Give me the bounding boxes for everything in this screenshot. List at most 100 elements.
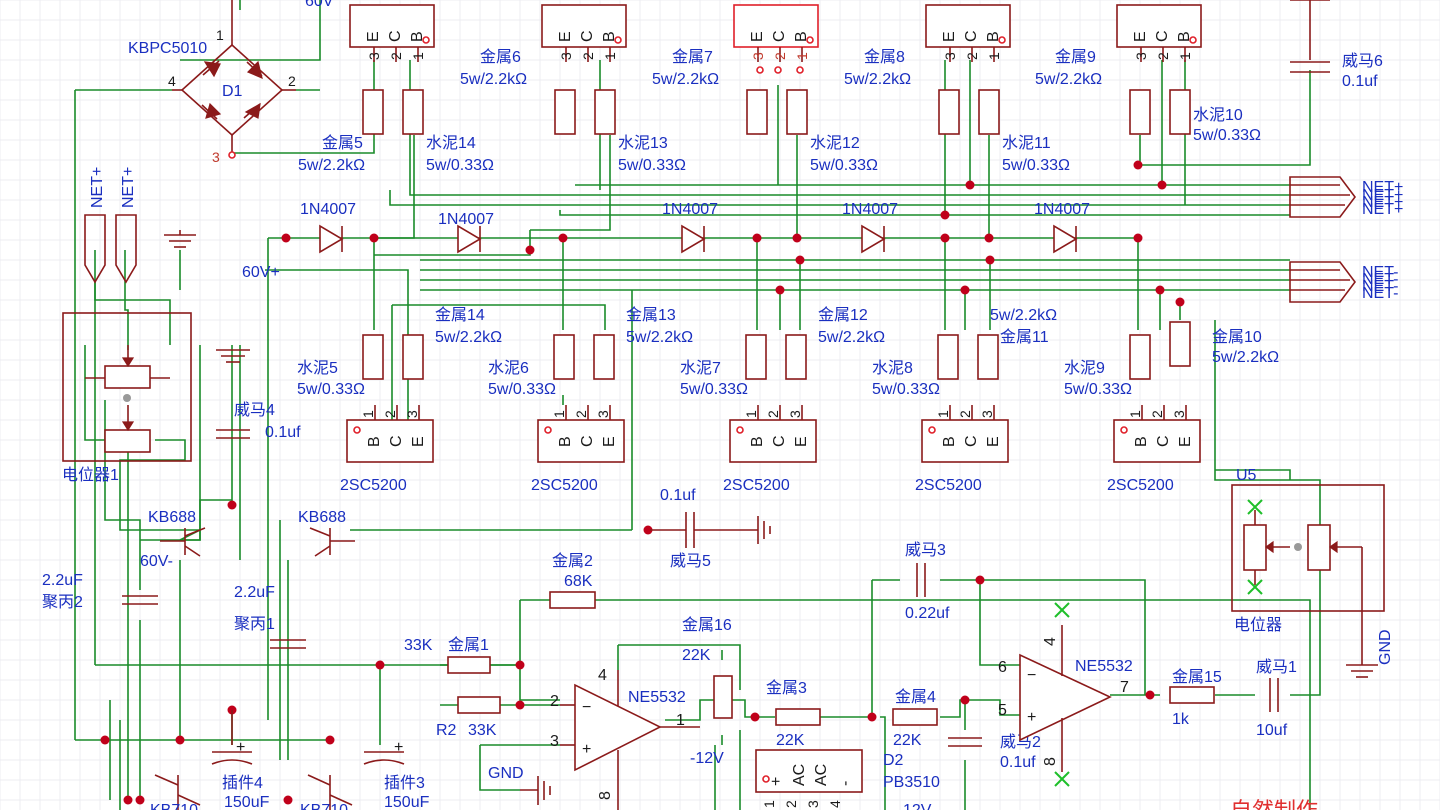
jb1-value: 2.2uF xyxy=(234,584,275,601)
svg-text:金属9: 金属9 xyxy=(1055,48,1096,66)
svg-text:+: + xyxy=(1027,709,1036,726)
resistor-jinshu16: 金属16 22K xyxy=(682,616,733,719)
capacitor-cj4: + 插件4 150uF xyxy=(211,710,270,810)
resistor-r2: R2 33K xyxy=(436,696,501,739)
transistor-kb688-2: KB688 xyxy=(298,509,355,557)
capacitor-wm6: 威马6 0.1uf xyxy=(1290,0,1383,90)
jinshu4-value: 22K xyxy=(893,732,922,749)
jinshu16-value: 22K xyxy=(682,647,711,664)
capacitor-wm1: 威马1 10uf xyxy=(1256,658,1297,739)
svg-text:5w/0.33Ω: 5w/0.33Ω xyxy=(297,381,365,398)
jinshu4-label: 金属4 xyxy=(895,688,936,706)
top-resistor-row: 金属55w/2.2kΩ水泥145w/0.33Ω金属65w/2.2kΩ水泥135w… xyxy=(298,48,1261,174)
svg-text:1: 1 xyxy=(794,52,810,60)
net-plus-out-3: NET+ xyxy=(1362,194,1403,211)
svg-text:E: E xyxy=(793,436,810,447)
bridge-pin4: 4 xyxy=(168,73,176,89)
svg-text:3: 3 xyxy=(750,52,766,60)
svg-text:B: B xyxy=(749,436,766,447)
svg-text:金属10: 金属10 xyxy=(1212,328,1262,346)
net-plus-inputs: NET+ NET+ xyxy=(84,167,196,284)
transistor-bot-label-5: 2SC5200 xyxy=(1107,477,1174,494)
svg-text:2: 2 xyxy=(772,52,788,60)
svg-text:5w/2.2kΩ: 5w/2.2kΩ xyxy=(626,329,693,346)
net-minus-out-1: NET- xyxy=(1362,264,1398,281)
net-plus-out-2: NET+ xyxy=(1362,187,1403,204)
svg-text:5w/0.33Ω: 5w/0.33Ω xyxy=(1193,127,1261,144)
svg-text:B: B xyxy=(793,31,810,42)
svg-text:1: 1 xyxy=(1127,410,1143,418)
svg-text:1: 1 xyxy=(602,52,618,60)
svg-text:3: 3 xyxy=(979,410,995,418)
capacitor-wm4: 威马4 0.1uf xyxy=(216,349,301,441)
kb710-2-label: KB710 xyxy=(300,802,348,810)
svg-text:5w/0.33Ω: 5w/0.33Ω xyxy=(426,157,494,174)
svg-text:水泥5: 水泥5 xyxy=(297,359,338,377)
svg-text:金属5: 金属5 xyxy=(322,134,363,152)
svg-text:B: B xyxy=(601,31,618,42)
svg-text:5w/2.2kΩ: 5w/2.2kΩ xyxy=(844,71,911,88)
svg-text:5w/2.2kΩ: 5w/2.2kΩ xyxy=(435,329,502,346)
svg-text:3: 3 xyxy=(787,410,803,418)
wm2-value: 0.1uf xyxy=(1000,754,1036,771)
opamp-ne5532-a: − + NE5532 4 2 3 1 8 xyxy=(550,667,700,810)
bottom-cut-label: 12V xyxy=(903,802,932,810)
wm6-value: 0.1uf xyxy=(1342,73,1378,90)
r2-value: 33K xyxy=(468,722,497,739)
net-plus-out-4: NET+ xyxy=(1362,201,1403,218)
svg-text:C: C xyxy=(388,435,405,447)
svg-text:5w/2.2kΩ: 5w/2.2kΩ xyxy=(990,307,1057,324)
wm2-label: 威马2 xyxy=(1000,733,1041,751)
svg-text:水泥13: 水泥13 xyxy=(618,134,668,152)
svg-text:5w/2.2kΩ: 5w/2.2kΩ xyxy=(460,71,527,88)
svg-text:C: C xyxy=(387,30,404,42)
svg-text:C: C xyxy=(1155,435,1172,447)
bridge-pin3: 3 xyxy=(212,149,220,165)
svg-text:2: 2 xyxy=(783,800,799,808)
svg-text:3: 3 xyxy=(404,410,420,418)
svg-text:6: 6 xyxy=(998,659,1007,676)
svg-text:B: B xyxy=(985,31,1002,42)
pb3510-label: PB3510 xyxy=(883,774,940,791)
svg-text:8: 8 xyxy=(597,791,614,800)
svg-text:E: E xyxy=(365,31,382,42)
svg-text:E: E xyxy=(410,436,427,447)
pot1-label: 电位器1 xyxy=(62,466,119,484)
net-minus-out-2: NET- xyxy=(1362,271,1398,288)
bridge-rectifier-d1: KBPC5010 D1 1 2 3 4 60V xyxy=(128,0,334,165)
svg-text:5w/2.2kΩ: 5w/2.2kΩ xyxy=(1035,71,1102,88)
net-plus-in-1: NET+ xyxy=(89,167,106,208)
svg-text:1: 1 xyxy=(986,52,1002,60)
svg-text:3: 3 xyxy=(1171,410,1187,418)
svg-text:1: 1 xyxy=(676,712,685,729)
jinshu3-label: 金属3 xyxy=(766,679,807,697)
svg-text:4: 4 xyxy=(598,667,607,684)
kb688-1-label: KB688 xyxy=(148,509,196,526)
svg-text:4: 4 xyxy=(827,800,843,808)
wm6-label: 威马6 xyxy=(1342,52,1383,70)
jinshu1-label: 金属1 xyxy=(448,636,489,654)
wm3-label: 威马3 xyxy=(905,541,946,559)
svg-text:1N4007: 1N4007 xyxy=(842,201,898,218)
jinshu15-value: 1k xyxy=(1172,711,1190,728)
gnd-symbol-a: GND xyxy=(488,765,551,805)
bridge-ref-label: D1 xyxy=(222,83,243,100)
svg-text:1: 1 xyxy=(743,410,759,418)
svg-text:5w/0.33Ω: 5w/0.33Ω xyxy=(810,157,878,174)
jb2-label: 聚丙2 xyxy=(42,594,83,611)
svg-text:C: C xyxy=(771,30,788,42)
svg-text:水泥8: 水泥8 xyxy=(872,359,913,377)
diode-1n4007-5: 1N4007 xyxy=(1034,201,1090,254)
svg-text:2: 2 xyxy=(573,410,589,418)
